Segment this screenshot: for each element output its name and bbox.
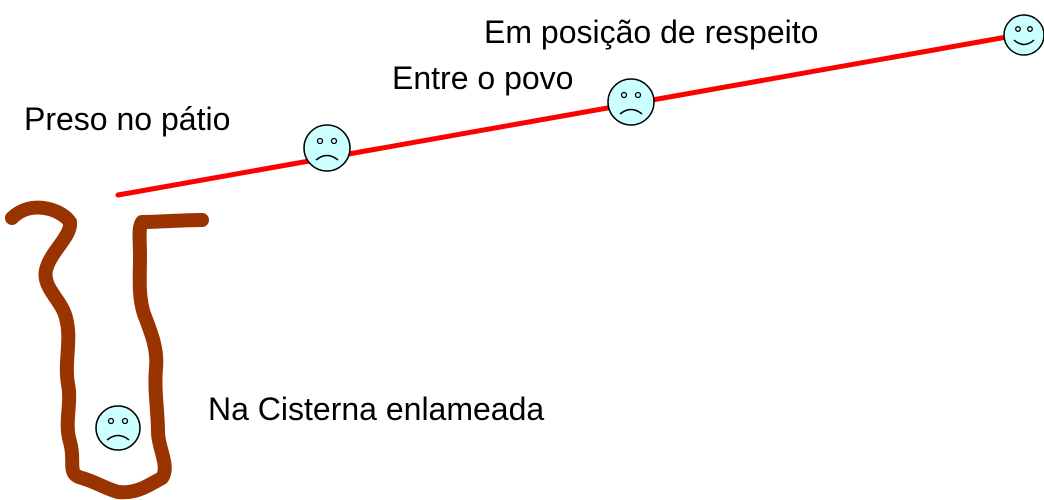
frown-mouth [619, 108, 643, 115]
face-eye [620, 91, 628, 99]
face-respeito [1003, 14, 1044, 56]
face-eye [1015, 26, 1021, 32]
smile-mouth [1013, 39, 1035, 46]
face-eye [107, 417, 115, 425]
face-eye [121, 417, 129, 425]
face-eye [330, 137, 338, 145]
face-patio [303, 124, 351, 172]
face-cisterna [95, 405, 141, 451]
rising-path-line [115, 32, 1021, 198]
face-eye [1027, 26, 1033, 32]
label-cisterna: Na Cisterna enlameada [208, 391, 545, 427]
face-povo [607, 78, 655, 126]
label-respeito: Em posição de respeito [484, 14, 819, 50]
label-povo: Entre o povo [392, 60, 574, 96]
frown-mouth [106, 434, 130, 441]
frown-mouth [315, 154, 339, 161]
cistern-outline [5, 200, 209, 500]
face-eye [634, 91, 642, 99]
face-eye [316, 137, 324, 145]
label-patio: Preso no pátio [24, 101, 231, 137]
